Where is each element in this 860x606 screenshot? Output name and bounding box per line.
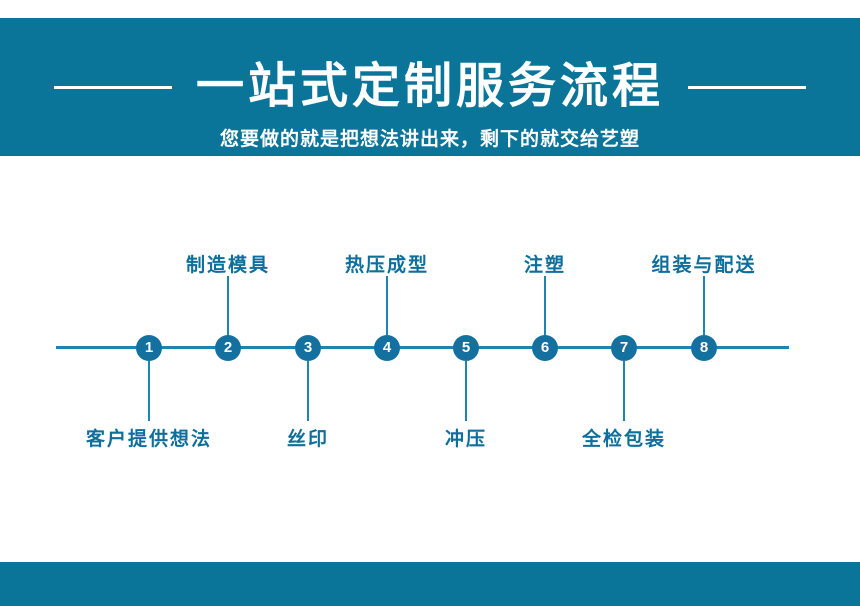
step-label: 制造模具 — [185, 255, 270, 276]
step-label: 组装与配送 — [651, 255, 757, 276]
step-connector-line — [227, 276, 229, 336]
timeline-step: 7 全检包装 — [549, 248, 699, 450]
title-right-rule — [688, 85, 806, 89]
title-row: 一站式定制服务流程 — [0, 63, 860, 111]
timeline-step: 1 客户提供想法 — [74, 248, 224, 450]
timeline-step: 5 冲压 — [391, 248, 541, 450]
timeline-step: 6 注塑 — [470, 248, 620, 448]
header-banner: 一站式定制服务流程 您要做的就是把想法讲出来，剩下的就交给艺塑 — [0, 18, 860, 156]
title-left-rule — [53, 85, 172, 89]
timeline-step: 2 制造模具 — [153, 248, 303, 448]
step-connector-line — [148, 361, 150, 421]
step-number-badge: 5 — [453, 335, 479, 361]
step-number-badge: 8 — [691, 335, 717, 361]
step-number-badge: 2 — [215, 335, 241, 361]
step-label: 丝印 — [286, 429, 329, 450]
page-subtitle: 您要做的就是把想法讲出来，剩下的就交给艺塑 — [219, 129, 640, 150]
step-number-badge: 7 — [611, 335, 637, 361]
timeline-track — [56, 346, 789, 349]
step-label: 全检包装 — [581, 429, 666, 450]
step-number-badge: 3 — [295, 335, 321, 361]
timeline-step: 4 热压成型 — [312, 248, 462, 448]
step-connector-line — [465, 361, 467, 421]
step-label: 热压成型 — [344, 255, 429, 276]
step-label: 冲压 — [444, 429, 487, 450]
step-number-badge: 6 — [532, 335, 558, 361]
step-connector-line — [703, 276, 705, 336]
step-number-badge: 1 — [136, 335, 162, 361]
footer-bar — [0, 562, 860, 606]
step-number-badge: 4 — [374, 335, 400, 361]
step-label: 注塑 — [523, 255, 566, 276]
step-connector-line — [386, 276, 388, 336]
step-connector-line — [623, 361, 625, 421]
timeline-step: 3 丝印 — [233, 248, 383, 450]
step-connector-line — [307, 361, 309, 421]
timeline-step: 8 组装与配送 — [629, 248, 779, 448]
step-connector-line — [544, 276, 546, 336]
step-label: 客户提供想法 — [85, 429, 212, 450]
page-title: 一站式定制服务流程 — [195, 60, 664, 113]
